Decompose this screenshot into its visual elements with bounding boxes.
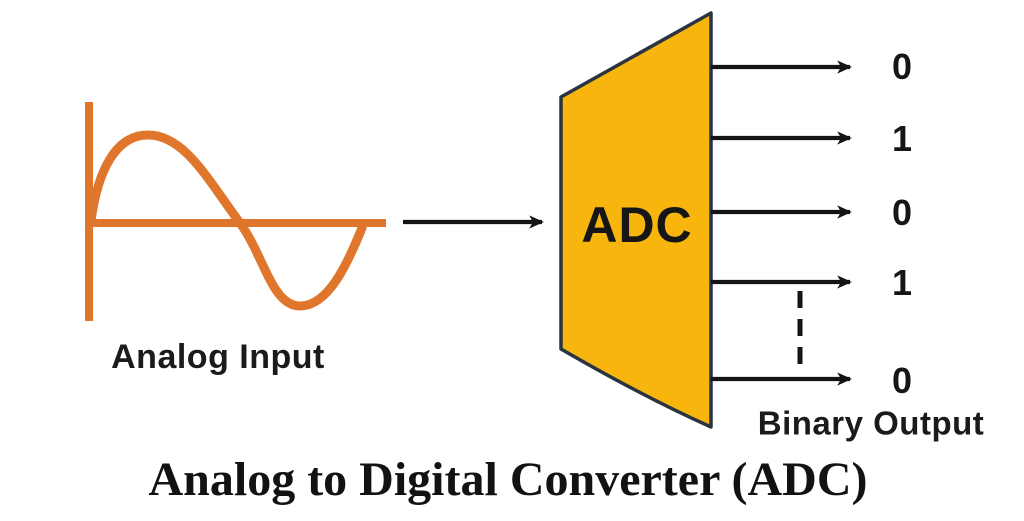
binary-output-label: Binary Output (757, 404, 985, 442)
binary-bit-label: 1 (891, 118, 913, 159)
adc-block (559, 11, 713, 429)
sine-wave-icon (86, 130, 367, 311)
binary-bit-label: 0 (891, 192, 913, 233)
diagram-title: Analog to Digital Converter (ADC) (148, 453, 868, 506)
adc-block-label: ADC (581, 197, 693, 253)
binary-bit-label: 0 (891, 360, 913, 401)
analog-input-label: Analog Input (111, 338, 325, 376)
binary-bit-label: 0 (891, 46, 913, 87)
binary-bit-label: 1 (891, 262, 913, 303)
